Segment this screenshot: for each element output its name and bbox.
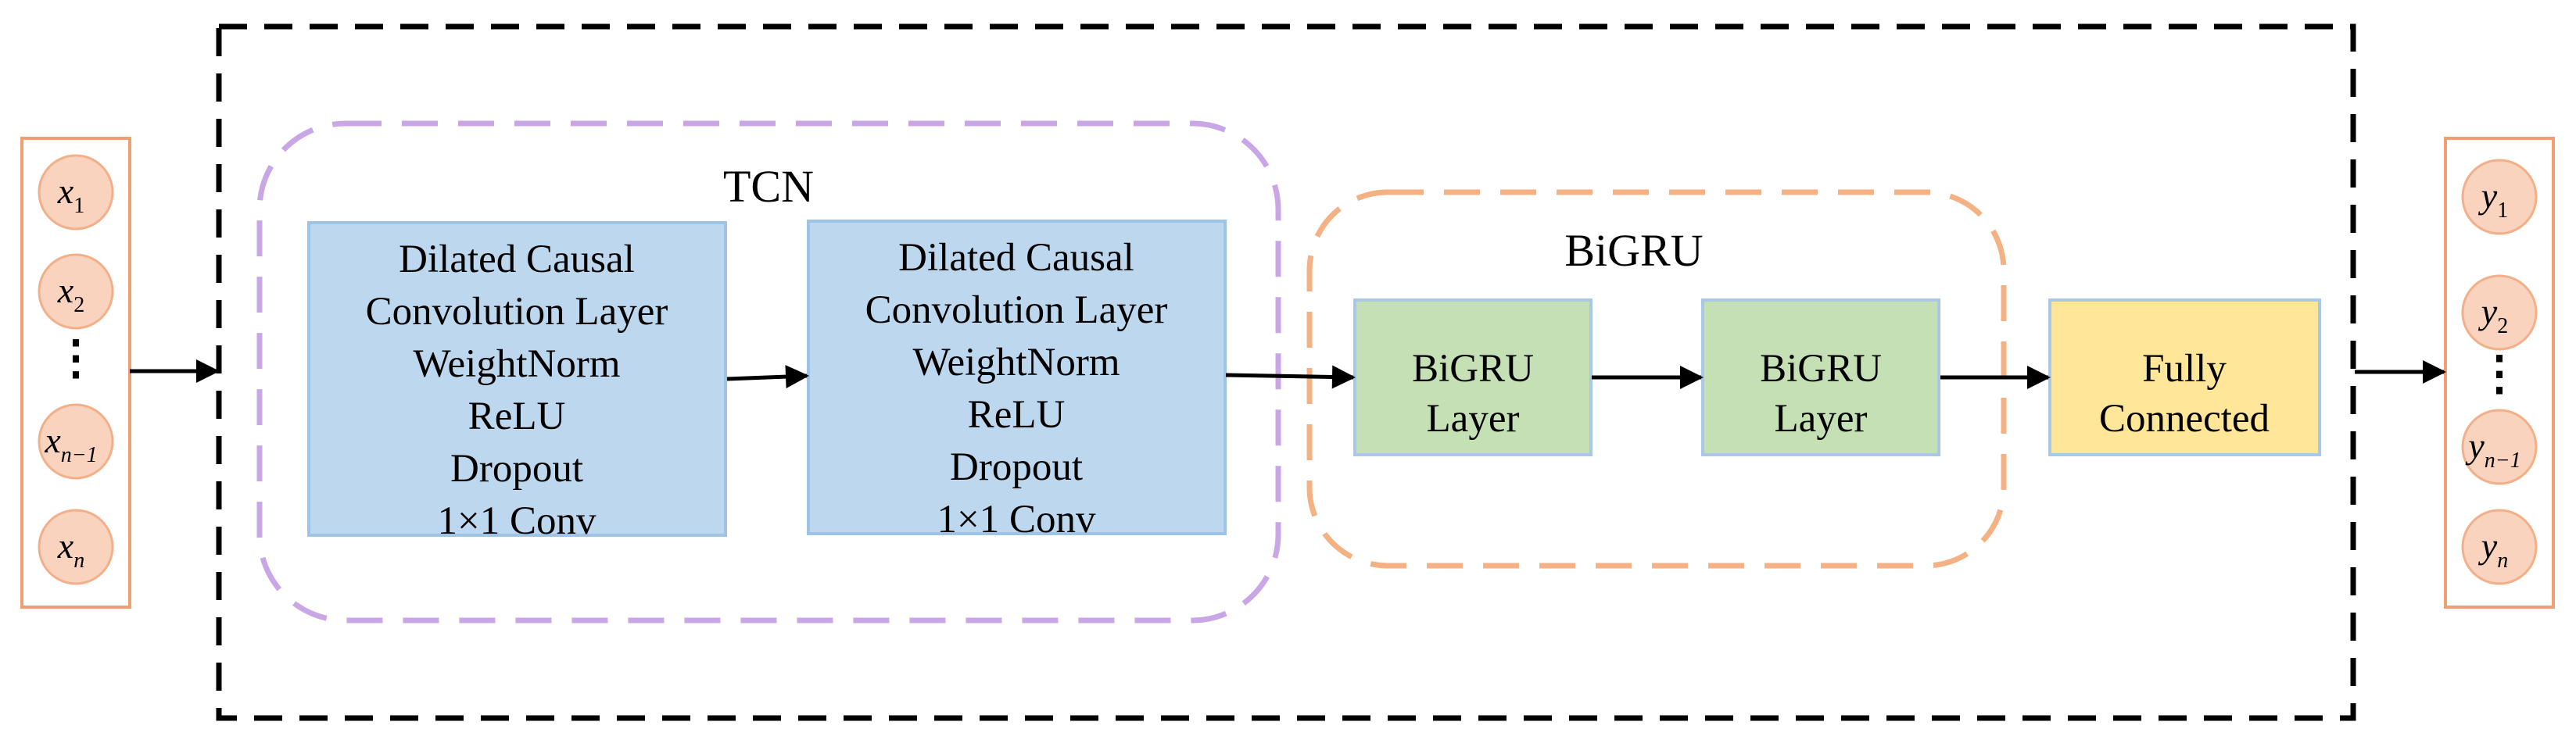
input-node: x1	[38, 154, 114, 230]
output-ellipsis: ⋮	[2476, 348, 2523, 399]
output-node: yn	[2461, 509, 2538, 585]
arrow-tcn1-to-tcn2	[726, 365, 809, 389]
block-text-line: 1×1 Conv	[937, 498, 1096, 541]
block-text-line: ReLU	[468, 395, 566, 438]
output-node: yn−1	[2461, 409, 2538, 485]
output-node-label: yn−1	[2465, 426, 2520, 473]
bigru-block-1: BiGRU Layer	[1353, 298, 1593, 456]
arrow-tcn2-to-bigru1	[1225, 365, 1356, 389]
block-text-line: Layer	[1427, 397, 1520, 441]
block-text-line: Layer	[1775, 397, 1868, 441]
output-node-label: yn	[2478, 526, 2508, 573]
bigru-block-2: BiGRU Layer	[1701, 298, 1940, 456]
input-node: xn	[38, 509, 114, 585]
output-sequence: y1 y2 yn−1 yn ⋮	[2444, 137, 2555, 609]
block-text-line: 1×1 Conv	[437, 499, 597, 543]
block-text-line: ReLU	[968, 393, 1066, 437]
input-node-label: xn	[57, 526, 84, 573]
block-text-line: Convolution Layer	[865, 288, 1168, 332]
block-text-line: Fully	[2142, 347, 2227, 391]
tcn-group-border	[256, 120, 1281, 624]
input-ellipsis: ⋮	[52, 332, 99, 384]
input-node-label: x2	[57, 270, 84, 317]
input-node-label: xn−1	[44, 420, 97, 467]
input-node: xn−1	[38, 403, 114, 480]
flow-arrows	[130, 359, 2446, 389]
block-text-line: Connected	[2099, 397, 2270, 441]
block-text-line: BiGRU	[1412, 347, 1534, 391]
input-node-label: x1	[57, 171, 84, 218]
output-node-circle	[2461, 409, 2538, 485]
input-node-circle	[38, 253, 114, 330]
output-node-label: y2	[2478, 291, 2508, 338]
bigru-title: BiGRU	[1564, 225, 1703, 276]
input-node-circle	[38, 154, 114, 230]
block-text-line: Dilated Causal	[399, 238, 635, 281]
block-text-line: Dropout	[450, 447, 583, 491]
input-sequence: x1 x2 xn−1 xn ⋮	[20, 137, 131, 609]
block-text-line: Dropout	[950, 445, 1083, 489]
output-node: y2	[2461, 274, 2538, 351]
bigru-group-border	[1306, 189, 2007, 569]
block-text-line: WeightNorm	[413, 342, 620, 386]
output-node-circle	[2461, 159, 2538, 235]
input-node-circle	[38, 403, 114, 480]
output-node-circle	[2461, 274, 2538, 351]
block-text-line: Dilated Causal	[898, 236, 1134, 280]
tcn-title: TCN	[723, 161, 814, 212]
output-node-label: y1	[2478, 176, 2508, 223]
output-node: y1	[2461, 159, 2538, 235]
block-text-line: Convolution Layer	[366, 290, 668, 334]
input-node-circle	[38, 509, 114, 585]
input-node: x2	[38, 253, 114, 330]
output-node-circle	[2461, 509, 2538, 585]
block-text-line: WeightNorm	[912, 341, 1120, 384]
block-text-line: BiGRU	[1760, 347, 1882, 391]
